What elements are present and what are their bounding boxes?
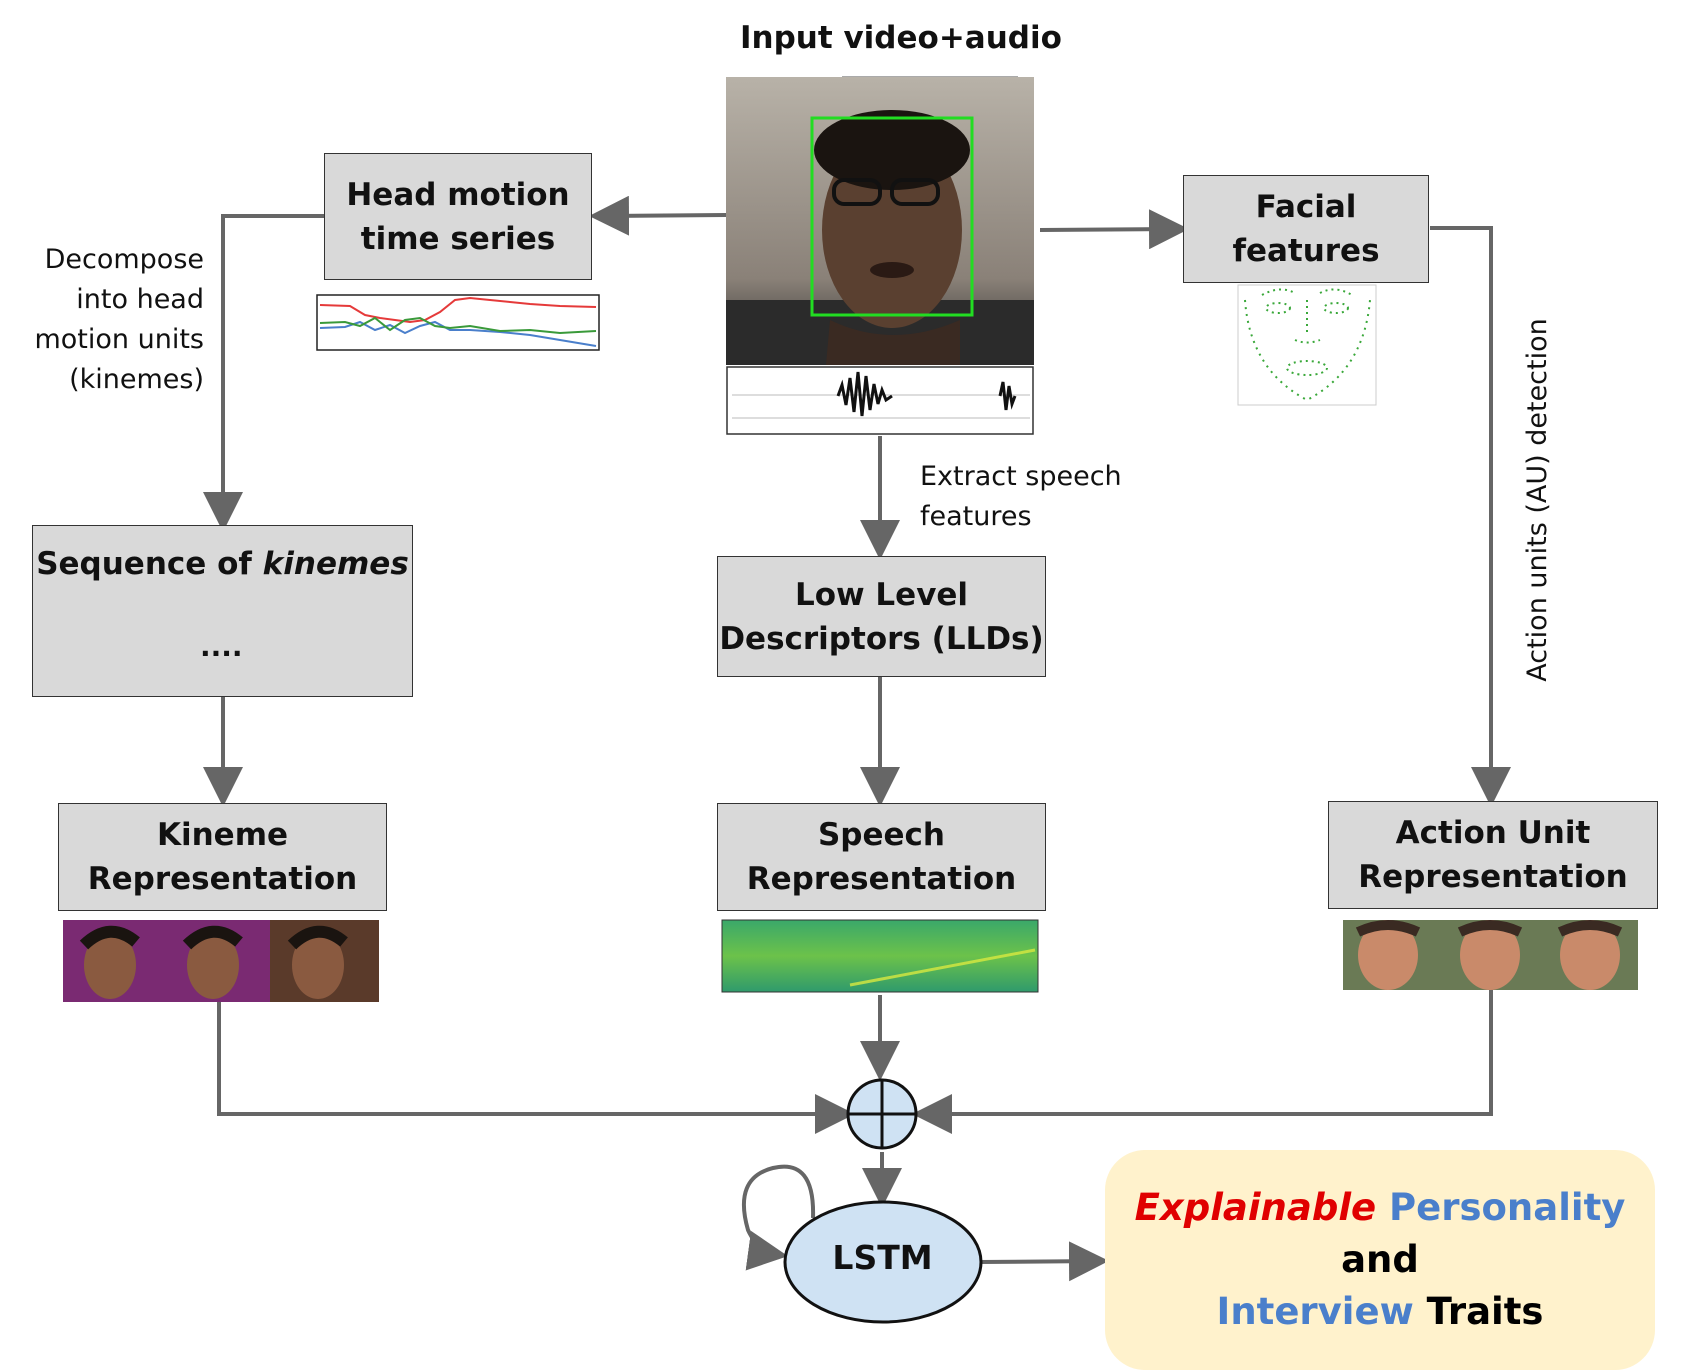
au-faces-strip [1343,920,1638,990]
extract-speech-line-2: features [920,501,1032,532]
audio-waveform [726,366,1034,435]
traits-line-2: Interview Traits [1217,1286,1544,1338]
interview-word: Interview [1216,1290,1414,1333]
kineme-rep-line-1: Kineme [156,817,289,853]
face-landmarks [1237,284,1377,406]
extract-speech-line-1: Extract speech [920,461,1122,492]
traits-output-box: Explainable Personality and Interview Tr… [1105,1150,1655,1370]
decompose-line-3: motion units [34,324,204,355]
speech-rep-line-2: Representation [746,861,1017,897]
facial-features-line-1: Facial [1255,189,1357,225]
traits-word: Traits [1426,1290,1544,1333]
head-motion-box: Head motion time series [324,153,592,280]
and-word: and [1341,1238,1419,1281]
kineme-faces-strip [63,920,379,1002]
au-rep-line-2: Representation [1358,859,1628,895]
arrow-video-to-headmotion [589,195,727,236]
extract-speech-label: Extract speech features [920,457,1122,537]
head-motion-line-1: Head motion [346,176,570,213]
explainable-word: Explainable [1134,1186,1377,1229]
llds-line-2: Descriptors (LLDs) [719,620,1044,657]
au-detection-label: Action units (AU) detection [1522,318,1553,682]
lstm-self-loop [741,1164,816,1271]
connectors [203,195,1511,1282]
arrow-kineme-to-fusion [217,1002,855,1134]
kineme-sequence-title: Sequence of kinemes [36,542,409,586]
speech-rep-line-1: Speech [817,817,945,853]
arrow-au-to-fusion [912,990,1493,1134]
fusion-sum-node [846,1078,918,1150]
kineme-rep-line-2: Representation [87,861,358,897]
decompose-label: Decompose into head motion units (kineme… [34,240,204,400]
kineme-sequence-box: Sequence of kinemes [32,525,413,697]
face-image [814,110,970,365]
kineme-sequence-prefix: Sequence of [36,546,263,582]
facial-features-box: Facial features [1183,175,1429,283]
arrow-facial-to-au [1430,226,1511,807]
traits-line-1: Explainable Personality and [1105,1182,1655,1286]
decompose-line-4: (kinemes) [69,364,204,395]
llds-box: Low Level Descriptors (LLDs) [717,556,1046,677]
facial-features-line-2: features [1232,233,1380,269]
arrow-lstm-to-traits [979,1241,1109,1282]
face-detection-box [810,116,974,317]
kineme-representation-box: Kineme Representation [58,803,387,911]
kineme-sequence-dots: .... [200,630,243,663]
diagram-title: Input video+audio [740,20,1062,56]
kineme-sequence-italic: kinemes [262,546,409,582]
arrow-headmotion-to-kinemes [203,214,324,532]
personality-word: Personality [1389,1186,1626,1229]
arrow-video-to-facial [1039,209,1189,250]
lstm-node [783,1200,983,1324]
speech-representation-box: Speech Representation [717,803,1046,911]
action-unit-representation-box: Action Unit Representation [1328,801,1658,909]
au-rep-line-1: Action Unit [1395,815,1591,851]
decompose-line-1: Decompose [44,244,204,275]
spectrogram [721,919,1039,993]
llds-line-1: Low Level [794,576,969,613]
decompose-line-2: into head [76,284,204,315]
head-motion-line-2: time series [360,220,556,257]
head-motion-plot [316,294,600,351]
lstm-label: LSTM [832,1238,933,1277]
